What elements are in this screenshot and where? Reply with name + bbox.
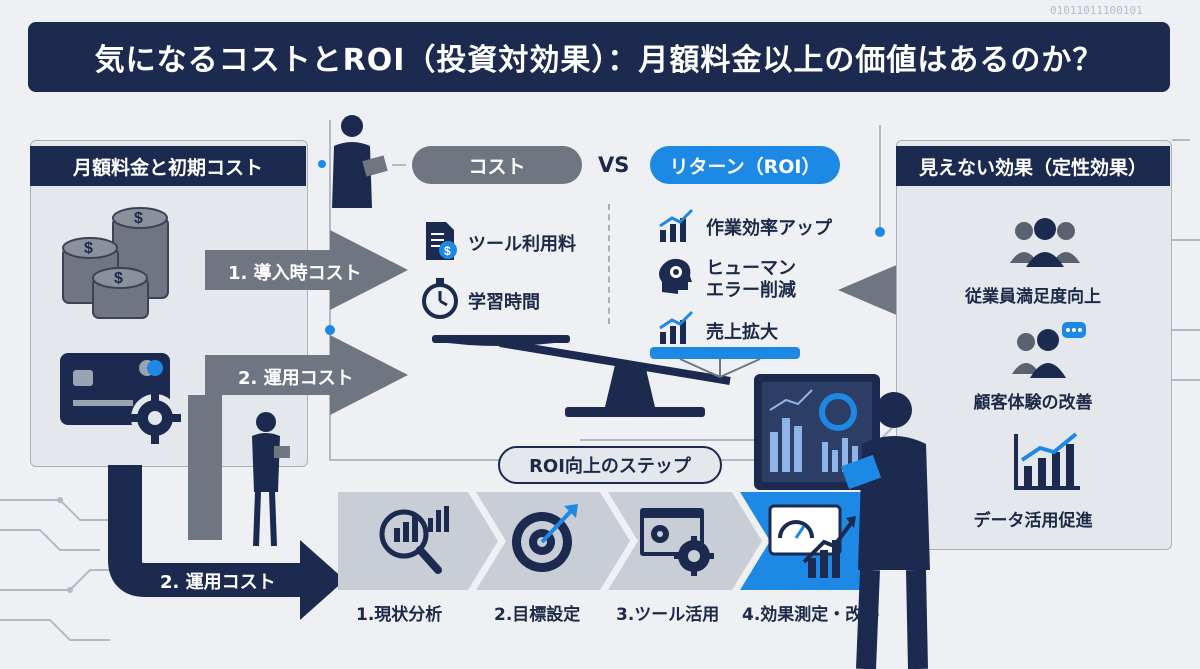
magnifier-chart-icon: [379, 506, 449, 574]
gear-window-icon: [640, 508, 714, 576]
operating-cost-lower-label: 2. 運用コスト: [160, 572, 276, 593]
gauge-growth-icon: [768, 504, 856, 578]
credit-card-gear-icon: [60, 353, 181, 444]
return-item-efficiency: 作業効率アップ: [706, 218, 832, 239]
qual-item-employee-satisfaction: 従業員満足度向上: [965, 287, 1101, 307]
cost-item-learning-time: 学習時間: [468, 292, 540, 313]
target-icon: [512, 504, 578, 572]
dashboard-monitor: [754, 374, 880, 490]
svg-text:$: $: [114, 270, 123, 287]
step-3-label: 3.ツール活用: [616, 605, 720, 625]
svg-text:$: $: [84, 240, 93, 257]
stopwatch-icon: [422, 278, 458, 319]
brain-gear-icon: [659, 258, 692, 294]
balance-scale: [432, 335, 800, 417]
bar-chart-up-icon: [659, 310, 694, 344]
step-1-label: 1.現状分析: [356, 605, 443, 625]
people-chat-icon: [1012, 322, 1086, 378]
cost-item-tool-fee: ツール利用料: [468, 234, 576, 255]
coin-stack-icon: $ $ $: [62, 207, 169, 319]
page-title: 気になるコストとROI（投資対効果）：月額料金以上の価値はあるのか？: [28, 22, 1170, 92]
data-chart-icon: [1014, 432, 1080, 490]
svg-text:$: $: [134, 210, 143, 227]
businessman-tablet-figure: [332, 115, 388, 208]
invoice-dollar-icon: $: [426, 222, 457, 260]
binary-decoration: 01011011100101: [1050, 4, 1143, 17]
right-panel-header: 見えない効果（定性効果）: [896, 146, 1170, 186]
return-item-sales: 売上拡大: [706, 322, 778, 343]
step-4-label: 4.効果測定・改善: [742, 605, 880, 625]
cost-pill: コスト: [412, 146, 582, 184]
businesswoman-tablet-figure: [252, 412, 290, 547]
qual-item-data-utilization: データ活用促進: [973, 511, 1093, 531]
step-2-label: 2.目標設定: [494, 605, 581, 625]
steps-header: ROI向上のステップ: [498, 446, 722, 484]
svg-text:$: $: [444, 244, 451, 258]
return-item-human-error: ヒューマン エラー削減: [706, 258, 796, 301]
return-pill: リターン（ROI）: [650, 146, 840, 184]
center-divider: [608, 204, 610, 324]
people-group-icon: [1010, 218, 1080, 267]
operating-cost-upper-label: 2. 運用コスト: [238, 368, 354, 389]
vs-label: VS: [598, 153, 630, 177]
left-panel-header: 月額料金と初期コスト: [30, 146, 306, 186]
qual-item-customer-experience: 顧客体験の改善: [973, 393, 1093, 413]
bar-chart-up-icon: [659, 208, 694, 242]
businessman-tablet-large-figure: [840, 392, 930, 669]
initial-cost-arrow-label: 1. 導入時コスト: [228, 263, 362, 284]
connector-line: [392, 164, 406, 166]
